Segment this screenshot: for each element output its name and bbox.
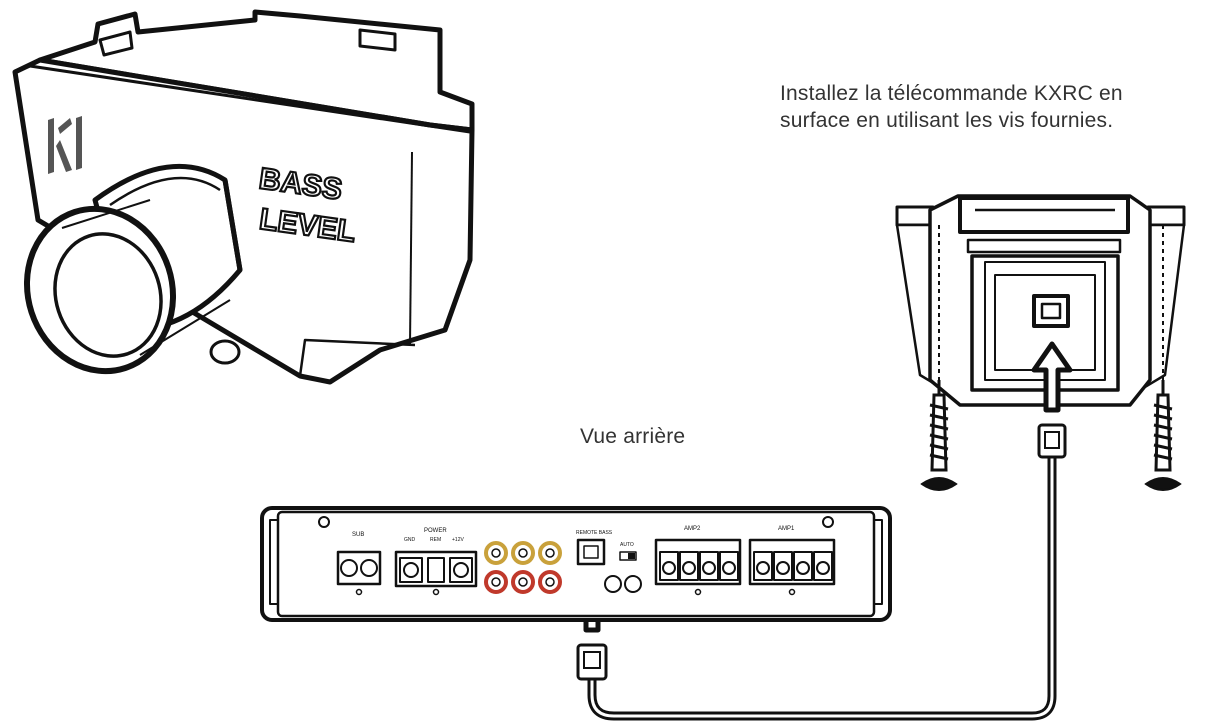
rca-inputs <box>484 541 562 594</box>
left-screw <box>920 380 958 491</box>
sub-label: SUB <box>352 532 364 538</box>
remote-cable <box>587 450 1057 721</box>
auto-label: AUTO <box>620 542 634 548</box>
amp1-label: AMP1 <box>778 526 795 532</box>
rj-plug-top <box>1037 423 1067 459</box>
amp2-label: AMP2 <box>684 526 701 532</box>
remote-bass-label: REMOTE BASS <box>576 530 613 536</box>
instruction-line-1: Installez la télécommande KXRC en <box>780 82 1123 105</box>
mounting-screws <box>920 380 1182 491</box>
volume-knob <box>23 163 243 375</box>
right-screw <box>1144 380 1182 491</box>
arrow-up-remote <box>1031 341 1073 413</box>
instruction-text: Installez la télécommande KXRC en surfac… <box>780 80 1123 134</box>
bass-level-remote <box>12 9 475 385</box>
plus12v-label: +12V <box>452 537 464 543</box>
power-label: POWER <box>424 528 447 534</box>
rear-view-label: Vue arrière <box>580 425 686 448</box>
kicker-logo: KI <box>48 116 82 174</box>
instruction-line-2: surface en utilisant les vis fournies. <box>780 109 1114 132</box>
rem-label: REM <box>430 537 441 543</box>
amplifier-rear-panel: SUB POWER GND REM +12V <box>260 506 892 622</box>
rj-plug-bottom <box>576 643 608 681</box>
gnd-label: GND <box>404 537 416 543</box>
mounted-remote-front-view <box>895 194 1186 407</box>
bass-level-label: BASS LEVEL <box>256 161 359 250</box>
